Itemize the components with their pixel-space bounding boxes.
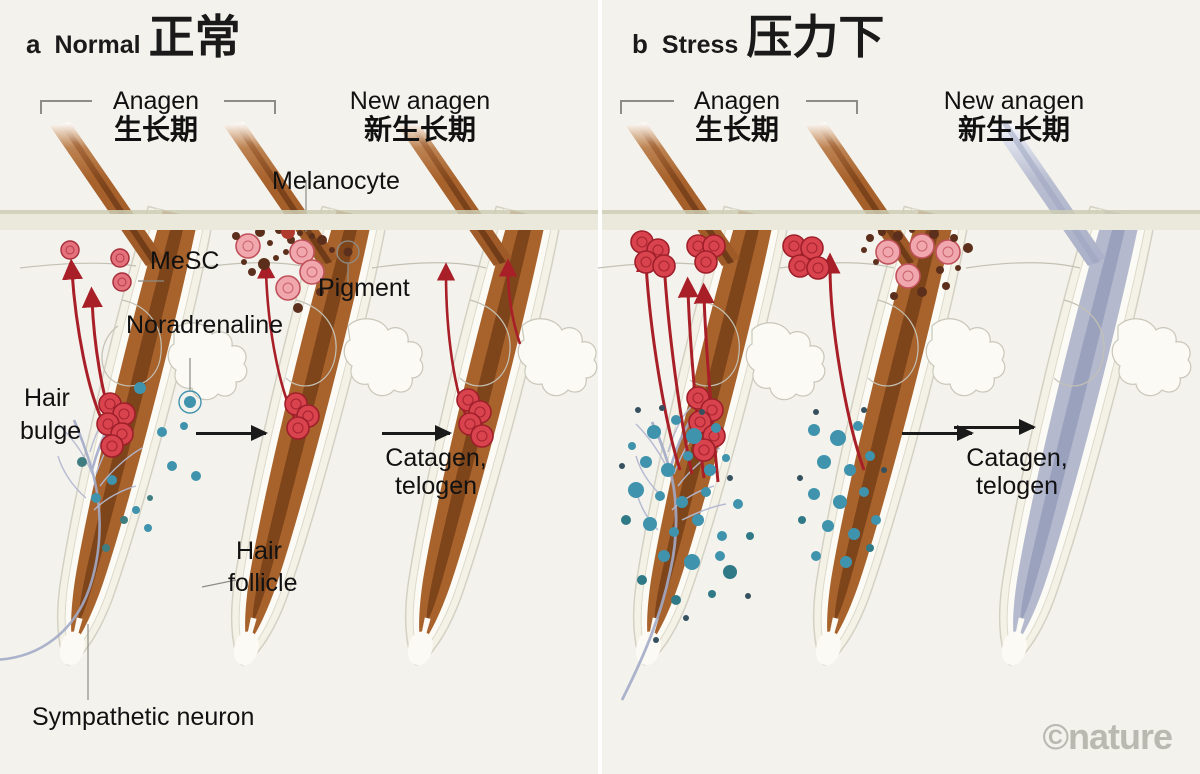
label-hair-follicle-line2: follicle [228,569,298,597]
panel-b-title-en: Stress [661,31,739,59]
panel-a-anagen-bracket [40,89,276,114]
b-pigment-granules [861,227,973,300]
label-mesc: MeSC [150,247,220,275]
panel-a-new-anagen-en: New anagen [349,87,491,115]
mesc-cluster-bulge-3 [456,388,494,448]
panel-a-title-en: Normal [54,31,141,59]
nature-watermark: ©nature [1042,716,1173,757]
panel-a-header: a Normal 正常 [26,14,241,60]
b-melanocyte-group [875,233,961,289]
b-escaped-mesc-left [630,230,676,278]
panel-b-artwork [597,122,1192,701]
panel-b-catagen-line2: telogen [975,472,1059,500]
label-hair-bulge-line2: bulge [20,417,82,445]
pigment-callout [336,240,360,282]
label-noradrenaline: Noradrenaline [126,311,284,339]
panel-b-title-cn: 压力下 [746,11,885,63]
panel-b-anagen-en: Anagen [693,87,781,115]
panel-b-letter: b [632,29,648,59]
panel-b-arrow-1 [902,425,974,441]
melanocyte-group [235,233,325,301]
label-hair-follicle-line1: Hair [236,537,282,565]
mesc-cluster-bulge-2 [284,392,320,440]
b-escaped-mesc-mid [686,234,726,274]
panel-b-new-anagen-cn: 新生长期 [957,114,1070,146]
panel-b-anagen-cn: 生长期 [694,114,779,146]
panel-normal: a Normal 正常 Anagen 生长期 New anagen 新生长期 M… [0,0,598,774]
panel-a-artwork [0,122,598,700]
panel-a-arrow-2 [382,425,452,441]
panel-a-new-anagen-label: New anagen 新生长期 [320,88,520,146]
label-hair-bulge-line1: Hair [24,384,70,412]
b-sebaceous-glands [745,318,1192,401]
label-pigment: Pigment [318,274,410,302]
b-escaped-mesc-right [782,234,830,280]
panel-b-header: b Stress 压力下 [632,14,884,60]
panel-b-new-anagen-en: New anagen [943,87,1085,115]
panel-a-letter: a [26,29,41,59]
panel-a-anagen-label: Anagen 生长期 [42,88,270,146]
panel-a-anagen-cn: 生长期 [113,114,198,146]
panel-a-new-anagen-cn: 新生长期 [363,114,476,146]
sebaceous-glands [167,318,598,401]
panel-a-title-cn: 正常 [148,11,241,63]
panel-b-new-anagen-label: New anagen 新生长期 [914,88,1114,146]
panel-stress: b Stress 压力下 Anagen 生长期 New anagen 新生长期 … [597,0,1200,774]
panel-a-catagen-line2: telogen [394,472,478,500]
b-noradrenaline-dots [619,405,887,643]
panel-a-catagen-label: Catagen, telogen [366,444,506,500]
panel-a-arrow-1 [196,425,268,441]
panel-b-catagen-line1: Catagen, [966,444,1068,472]
mesc-cluster-bulge-1 [96,392,136,458]
noradrenaline-dots [77,358,202,552]
mesc-single-cells [60,240,132,292]
panel-b-anagen-label: Anagen 生长期 [622,88,852,146]
label-melanocyte: Melanocyte [272,167,400,195]
panel-divider [598,0,602,774]
panel-a-anagen-en: Anagen [112,87,200,115]
b-follicle-3-body-grey [998,205,1156,666]
label-sympathetic-neuron: Sympathetic neuron [32,703,255,731]
panel-b-catagen-label: Catagen, telogen [942,444,1092,500]
panel-b-anagen-bracket [620,89,858,114]
panel-a-catagen-line1: Catagen, [385,444,487,472]
mesc-arrow-follicle3 [436,258,522,425]
panel-b-arrow-2 [954,419,1036,435]
